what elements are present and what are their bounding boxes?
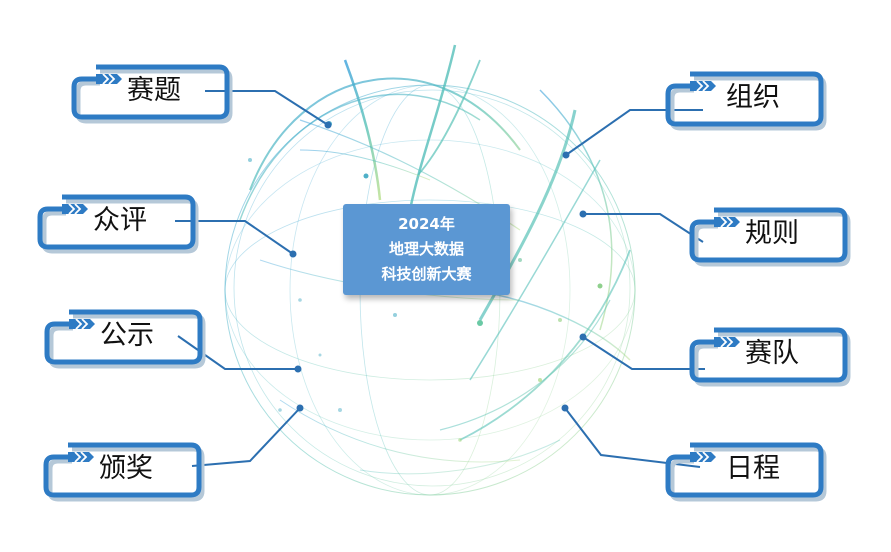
node-frame [689,207,851,267]
node-frame [665,71,827,131]
node-label-saidui: 赛队 [745,338,799,369]
connector-end-dots [289,121,587,412]
node-label-zhongping: 众评 [93,205,147,236]
node-frame [43,442,205,502]
node-gongshi[interactable]: 公示 [44,309,208,369]
node-saiti[interactable]: 赛题 [71,64,235,124]
node-frame [665,442,827,502]
node-banjiang[interactable]: 颁奖 [43,442,207,502]
node-label-banjiang: 颁奖 [99,453,153,484]
node-label-gongshi: 公示 [100,320,154,351]
center-title-box: 2024年 地理大数据 科技创新大赛 [343,204,510,295]
center-title-year: 2024年 [398,215,455,233]
node-saidui[interactable]: 赛队 [689,327,853,387]
node-label-zuzhi: 组织 [726,82,780,113]
node-label-richeng: 日程 [726,453,780,484]
sphere-arcs [224,44,636,496]
node-frame [71,64,233,124]
node-frame [44,309,206,369]
node-zhongping[interactable]: 众评 [37,194,201,254]
center-title-topic: 地理大数据 [388,240,464,258]
center-title-event: 科技创新大赛 [381,265,472,283]
node-frame [689,327,851,387]
node-label-saiti: 赛题 [127,75,181,106]
node-frame [37,194,199,254]
node-richeng[interactable]: 日程 [665,442,829,502]
node-zuzhi[interactable]: 组织 [665,71,829,131]
node-guize[interactable]: 规则 [689,207,853,267]
node-label-guize: 规则 [745,218,799,249]
